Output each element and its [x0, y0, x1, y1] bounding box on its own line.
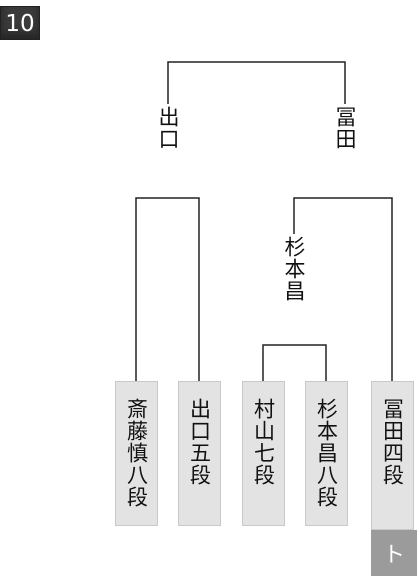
- player-name: 村山七段: [251, 398, 276, 486]
- player-card: 村山七段: [242, 381, 285, 526]
- player-card: 斎藤慎八段: [115, 381, 158, 526]
- player-name: 出口五段: [187, 398, 212, 486]
- player-name: 冨田四段: [380, 398, 405, 486]
- player-card: 出口五段: [178, 381, 221, 526]
- final-right-name: 冨田: [331, 106, 359, 150]
- player-name: 杉本昌八段: [314, 398, 339, 508]
- next-button[interactable]: ト: [371, 530, 417, 576]
- quarter-bracket-line: [262, 344, 327, 381]
- final-bracket-line: [167, 61, 346, 104]
- final-left-name: 出口: [154, 106, 182, 150]
- player-card: 冨田四段: [371, 381, 414, 530]
- semi-winner-name: 杉本昌: [280, 236, 308, 302]
- player-name: 斎藤慎八段: [124, 398, 149, 508]
- round-number-badge: 10: [0, 6, 40, 40]
- player-card: 杉本昌八段: [305, 381, 348, 526]
- right-semi-bracket-line: [293, 197, 393, 381]
- left-semi-bracket-line: [135, 197, 200, 381]
